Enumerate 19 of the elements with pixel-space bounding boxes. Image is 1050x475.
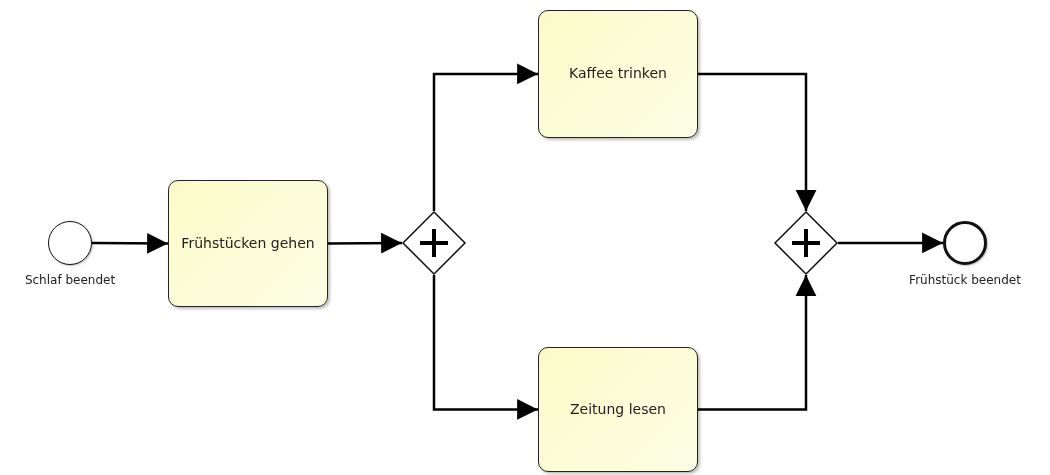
task-box [168,180,328,307]
sequence-flow-arrow [328,232,402,254]
sequence-flow-arrow [838,232,943,254]
task-box [538,10,698,138]
sequence-flow-arrow [432,63,538,211]
sequence-flow-arrow [92,232,168,254]
sequence-flow-arrow [432,275,538,420]
parallel-gateway-diamond [402,211,466,275]
start-event-circle [48,221,92,265]
task-label: Kaffee trinken [569,65,667,83]
parallel-gateway-diamond [774,211,838,275]
task-label: Zeitung lesen [570,400,666,419]
end-event-circle [943,221,987,265]
task-label: Frühstücken gehen [181,234,315,253]
sequence-flow-arrow [698,275,817,411]
event-label: Schlaf beendet [24,273,116,287]
task-box [538,347,698,472]
sequence-flow-arrow [698,72,817,211]
event-label: Frühstück beendet [909,273,1021,287]
